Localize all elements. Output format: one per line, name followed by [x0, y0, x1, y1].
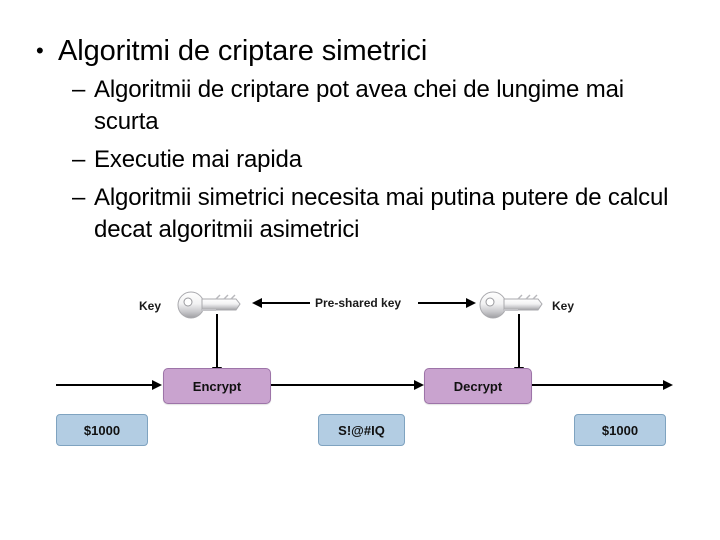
bullet-level2: – Algoritmii simetrici necesita mai puti… [0, 182, 720, 246]
plaintext-out-label: $1000 [601, 422, 639, 438]
bullet-level1: • Algoritmi de criptare simetrici [0, 34, 720, 68]
decrypt-box[interactable]: Decrypt [424, 368, 532, 404]
bullet-text: Algoritmii de criptare pot avea chei de … [94, 76, 624, 135]
encrypt-label: Encrypt [192, 378, 242, 394]
input-flow-arrowhead [152, 380, 162, 390]
ciphertext-label: S!@#IQ [338, 422, 385, 438]
bullet-level2: – Executie mai rapida [0, 144, 720, 176]
plaintext-in-box: $1000 [56, 414, 148, 446]
preshared-right-line [418, 302, 466, 304]
key-icon [478, 287, 544, 327]
bullet-text: Executie mai rapida [94, 146, 302, 173]
plaintext-out-box: $1000 [574, 414, 666, 446]
symmetric-encryption-diagram: Key Pre [0, 268, 720, 498]
bullet-text: Algoritmi de criptare simetrici [58, 35, 428, 67]
input-flow-line [56, 384, 154, 386]
output-flow-line [532, 384, 665, 386]
bullet-marker: • [36, 38, 44, 63]
output-flow-arrowhead [663, 380, 673, 390]
bullet-text: Algoritmii simetrici necesita mai putina… [94, 184, 669, 243]
key-left-label: Key [139, 299, 162, 313]
bullet-level2: – Algoritmii de criptare pot avea chei d… [0, 74, 720, 138]
key-right-label: Key [552, 299, 575, 313]
preshared-left-arrowhead [252, 298, 262, 308]
decrypt-label: Decrypt [453, 378, 503, 394]
encrypt-box[interactable]: Encrypt [163, 368, 271, 404]
cipher-flow-arrowhead [414, 380, 424, 390]
preshared-right-arrowhead [466, 298, 476, 308]
cipher-flow-line [271, 384, 416, 386]
key-to-decrypt-line [518, 314, 520, 368]
bullet-marker: – [72, 146, 86, 173]
ciphertext-box: S!@#IQ [318, 414, 405, 446]
bullet-list: • Algoritmi de criptare simetrici – Algo… [0, 34, 720, 246]
key-to-encrypt-line [216, 314, 218, 368]
pre-shared-key-label: Pre-shared key [315, 296, 402, 310]
bullet-marker: – [72, 184, 86, 211]
key-icon [176, 287, 242, 327]
bullet-marker: – [72, 76, 86, 103]
plaintext-in-label: $1000 [83, 422, 121, 438]
preshared-left-line [262, 302, 310, 304]
